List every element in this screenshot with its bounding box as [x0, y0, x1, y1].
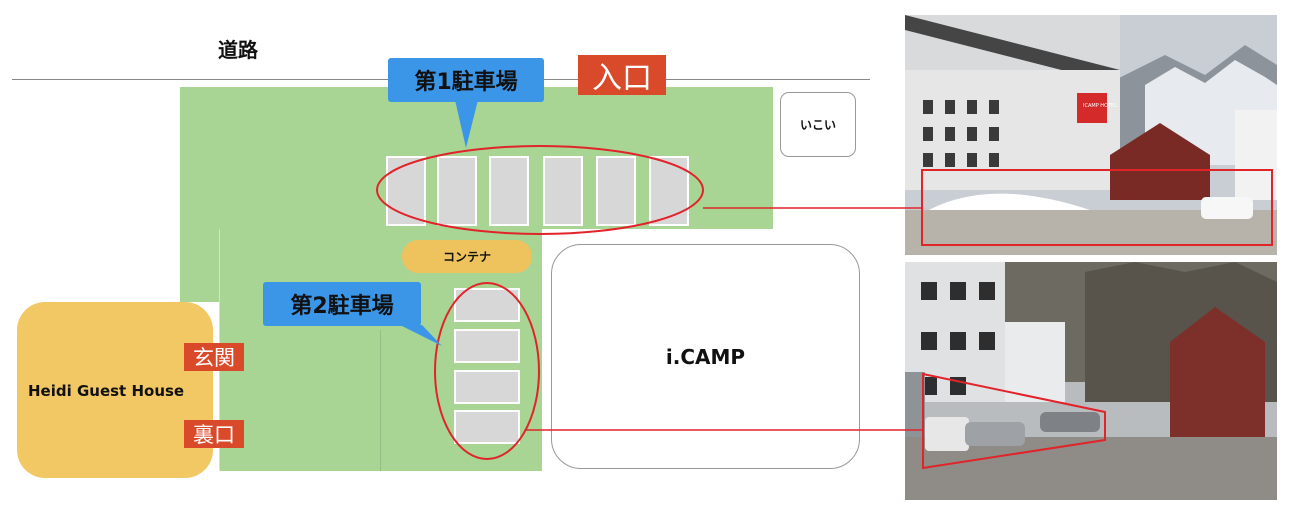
parking2-slot: [454, 329, 520, 363]
parking1-slot: [437, 156, 477, 226]
road-label: 道路: [218, 38, 258, 62]
photo-parking1: ICAMP HOTEL: [905, 15, 1277, 255]
photo1-highlight-box: [921, 169, 1273, 246]
parking1-callout: 第1駐車場: [388, 58, 544, 102]
heidi-guest-house-label: Heidi Guest House: [28, 382, 185, 400]
front-door-tag: 玄関: [184, 343, 244, 371]
parking2-slot: [454, 288, 520, 322]
parking1-slot: [543, 156, 583, 226]
parking2-callout-pointer: [400, 325, 442, 346]
entrance-tag: 入口: [578, 55, 666, 96]
parking2-callout: 第2駐車場: [263, 282, 421, 326]
parking1-slot: [596, 156, 636, 226]
ikoi-label: いこい: [799, 118, 836, 132]
parking2-highlight-ellipse: [434, 282, 540, 460]
container-label: コンテナ: [442, 250, 491, 264]
parking-lot-area-left: [180, 227, 220, 302]
container-box: コンテナ: [402, 240, 532, 273]
photo1-sign-text: ICAMP HOTEL: [1083, 103, 1117, 109]
ikoi-building: いこい: [780, 92, 856, 157]
parking1-slot: [489, 156, 529, 226]
lot-divider-line: [380, 330, 381, 471]
parking2-slot: [454, 410, 520, 444]
parking1-highlight-ellipse: [376, 145, 704, 235]
back-door-tag: 裏口: [184, 420, 244, 448]
icamp-building: i.CAMP: [551, 244, 860, 469]
photo2-highlight-shape: [922, 372, 1106, 470]
photo-parking2: [905, 262, 1277, 500]
heidi-guest-house-building: [17, 302, 213, 478]
parking2-slot: [454, 370, 520, 404]
parking1-callout-pointer: [455, 100, 478, 148]
photo-parking1-scene: [905, 15, 1277, 255]
icamp-label: i.CAMP: [665, 344, 746, 369]
